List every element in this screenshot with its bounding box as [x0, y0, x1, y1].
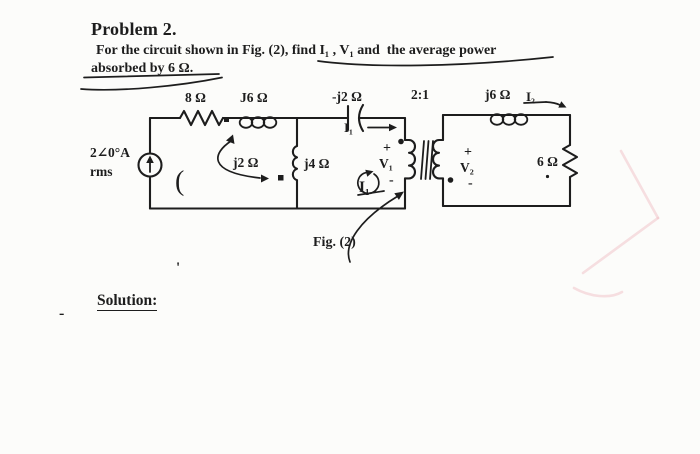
mutual-impedance-label: j2 Ω [232, 155, 259, 170]
circuit-wires-primary [137, 103, 417, 210]
mutual-arrow-head-top [226, 134, 235, 144]
figure-pointer-arrow-head [394, 191, 404, 200]
inductor-j6-primary-label: J6 Ω [240, 90, 268, 105]
i2-current-label: I₂ [526, 89, 535, 104]
core-line-1 [420, 140, 425, 180]
solution-heading: Solution: [97, 292, 158, 312]
dot-primary-winding [224, 117, 229, 122]
dot-transformer-secondary [447, 177, 454, 183]
current-source-arrow-head [146, 155, 154, 163]
underline-annotations [80, 56, 554, 91]
inductor-j4 [291, 144, 299, 182]
bleed-mark-2 [581, 216, 660, 275]
resistor-6ohm [561, 143, 579, 179]
resistor-8ohm-label: 8 Ω [185, 90, 206, 105]
resistor-8ohm [178, 109, 225, 127]
v1-minus-sign: - [389, 173, 394, 188]
circuit-labels: 2∠0°A rms 8 Ω J6 Ω -j2 Ω 2:1 j6 Ω I₂ I₁ … [90, 87, 558, 250]
v2-label: V₂ [460, 160, 474, 175]
i1-mesh-current-label: I₁ [359, 179, 370, 196]
handwritten-paren-mark: ( [175, 166, 184, 197]
annotation-arrows [217, 101, 567, 263]
mutual-coupling-arrow [217, 140, 261, 179]
transformer-secondary-coil [431, 138, 445, 180]
problem-statement-line1: For the circuit shown in Fig. (2), find … [96, 43, 497, 58]
dot-mutual-arrow-target [278, 175, 284, 181]
stray-apostrophe-mark: ' [176, 260, 181, 276]
circuit-wires-secondary [431, 113, 579, 208]
inductor-j6-primary-loop3 [262, 116, 278, 129]
dot-after-6ohm-label [545, 174, 550, 179]
source-value-label: 2∠0°A [90, 145, 130, 160]
i2-arrow-head [558, 101, 567, 108]
core-line-2 [424, 140, 430, 180]
turns-ratio-label: 2:1 [411, 87, 429, 102]
inductor-j6-secondary-label: j6 Ω [484, 87, 511, 102]
dot-transformer-primary [398, 138, 404, 145]
problem-title: Problem 2. [91, 19, 177, 39]
figure-caption: Fig. (2) [313, 235, 356, 250]
underline-statement-2-swoosh [80, 76, 223, 91]
inductor-j6-secondary-loop3 [513, 113, 529, 126]
i1-branch-current-label: I₁ [344, 120, 353, 135]
bleed-mark-1 [619, 149, 660, 220]
underline-statement-2-straight [83, 73, 220, 79]
transformer-primary-coil [403, 138, 417, 180]
transformer-core [420, 140, 434, 180]
pink-bleedthrough-marks [572, 149, 660, 298]
polarity-dots [224, 117, 550, 183]
problem-statement-line2: absorbed by 6 Ω. [91, 61, 194, 76]
mesh-current-underline [357, 190, 385, 196]
i2-arrow-shaft [545, 101, 561, 106]
mesh-loop-arrow-head [365, 169, 374, 177]
v2-minus-sign: - [468, 176, 473, 191]
v1-label: V₁ [379, 156, 393, 171]
underline-statement-1 [317, 56, 554, 67]
i2-underline [523, 101, 547, 104]
capacitor-label: -j2 Ω [332, 89, 362, 104]
mutual-arrow-head-bottom [261, 174, 269, 183]
margin-dash-mark: - [59, 305, 65, 322]
v1-plus-sign: + [383, 141, 391, 156]
source-unit-label: rms [90, 164, 113, 179]
figure-pointer-arrow [347, 195, 399, 263]
i1-branch-arrow-head [389, 123, 397, 132]
bleed-mark-3 [572, 286, 624, 298]
v2-plus-sign: + [464, 145, 472, 160]
inductor-j4-label: j4 Ω [303, 156, 330, 171]
resistor-6ohm-label: 6 Ω [537, 154, 558, 169]
current-source [137, 152, 163, 178]
